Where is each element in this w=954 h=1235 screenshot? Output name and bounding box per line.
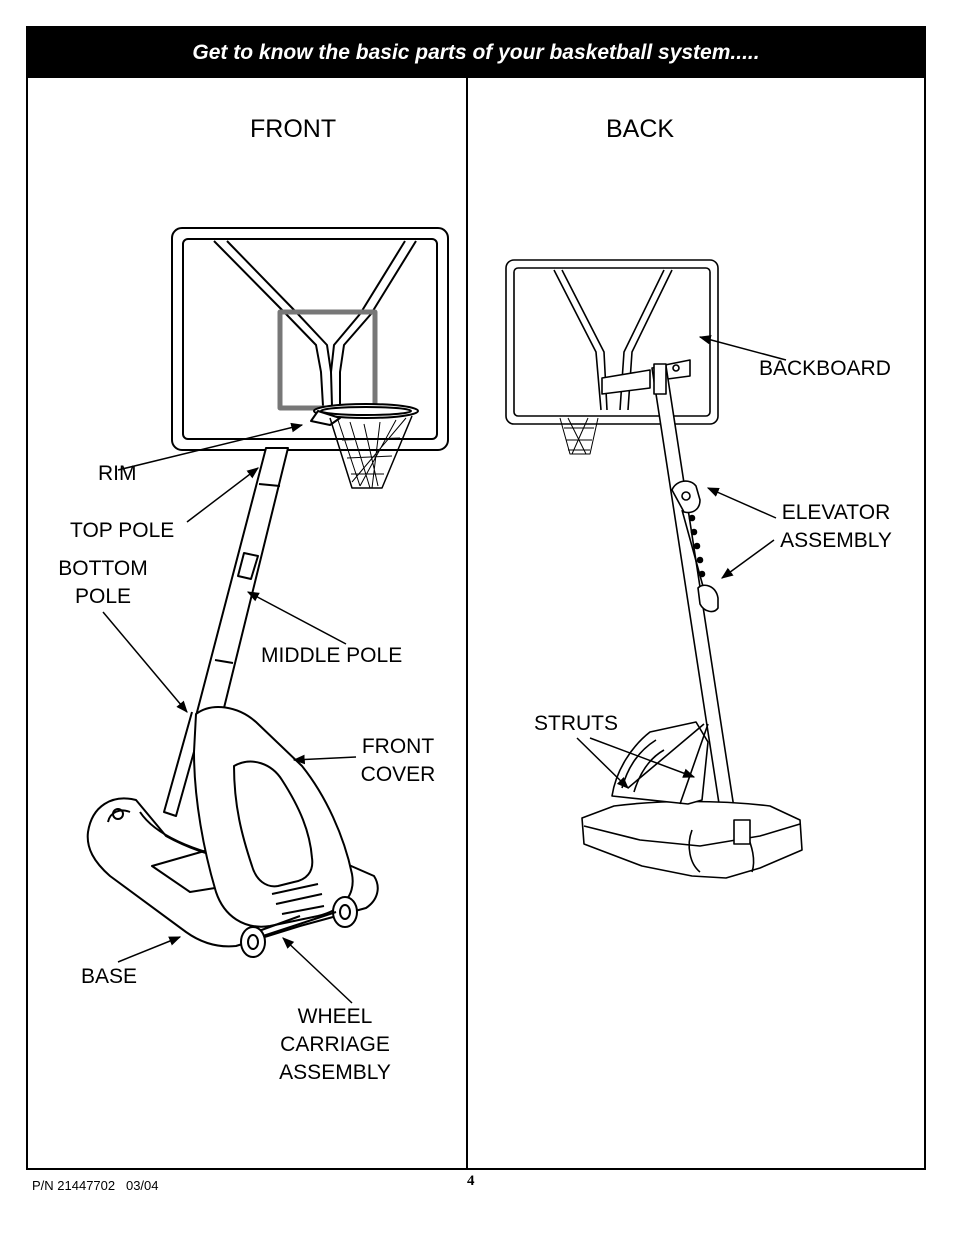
backboard-leader xyxy=(698,335,787,361)
front-backboard-drawing xyxy=(171,227,449,451)
wheel-carriage-leader xyxy=(282,937,353,1004)
middle-pole-label: MIDDLE POLE xyxy=(261,644,403,667)
backboard-label: BACKBOARD xyxy=(759,357,891,380)
back-elevator-drawing xyxy=(671,480,719,613)
elevator-leader-lower xyxy=(721,539,775,579)
rim-label: RIM xyxy=(98,462,137,485)
front-heading: FRONT xyxy=(250,115,337,143)
base-leader xyxy=(117,936,182,963)
front-wheels-drawing xyxy=(240,896,358,958)
part-number: P/N 21447702 03/04 xyxy=(32,1178,159,1193)
front-rim-drawing xyxy=(310,403,419,489)
top-pole-label: TOP POLE xyxy=(70,519,175,542)
back-base-drawing xyxy=(581,721,803,879)
back-backboard-drawing xyxy=(505,259,719,425)
wheel-carriage-label: WHEEL CARRIAGE ASSEMBLY xyxy=(279,1005,391,1084)
bottom-pole-leader xyxy=(102,611,188,713)
elevator-assembly-label: ELEVATOR ASSEMBLY xyxy=(780,501,892,552)
panel-divider xyxy=(466,78,468,1170)
struts-label: STRUTS xyxy=(534,712,618,735)
front-cover-leader xyxy=(292,754,357,765)
back-net-drawing xyxy=(559,417,599,455)
top-pole-leader xyxy=(186,467,259,523)
leader-arrows xyxy=(102,335,787,1004)
front-system-drawing xyxy=(86,227,449,958)
diagram-frame: Get to know the basic parts of your bask… xyxy=(26,26,926,1170)
back-heading: BACK xyxy=(606,115,675,143)
middle-pole-leader xyxy=(246,591,347,645)
struts-leader-right xyxy=(589,737,696,778)
elevator-leader-upper xyxy=(706,487,777,519)
bottom-pole-label: BOTTOM POLE xyxy=(58,557,148,608)
base-label: BASE xyxy=(81,965,138,988)
rim-leader xyxy=(117,422,304,471)
page-number: 4 xyxy=(467,1173,475,1189)
page-title: Get to know the basic parts of your bask… xyxy=(28,28,924,78)
back-system-drawing xyxy=(505,259,803,879)
front-cover-label: FRONT COVER xyxy=(360,735,436,786)
struts-leader-left xyxy=(576,737,629,789)
